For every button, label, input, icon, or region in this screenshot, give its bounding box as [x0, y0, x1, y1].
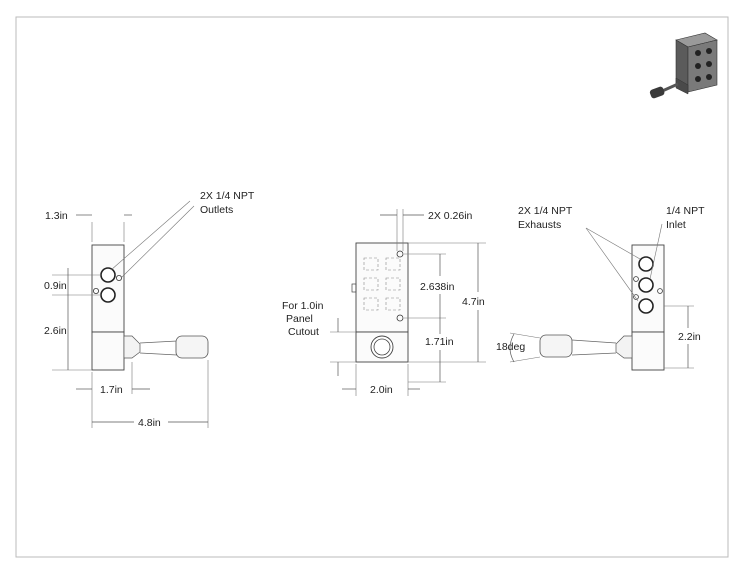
right-valve-base [631, 331, 665, 371]
dim-height: 2.2in [678, 331, 701, 343]
left-valve-base [91, 331, 125, 371]
lever-handle [175, 335, 209, 359]
lever-pivot [123, 335, 141, 359]
dim-cutout-height: 1.71in [425, 336, 454, 348]
dim-angle: 18deg [496, 341, 525, 353]
outlet-port-lower [100, 287, 116, 303]
dim-width: 2.0in [370, 384, 393, 396]
label-exhausts-line1: 2X 1/4 NPT [518, 205, 573, 217]
center-view: 2X 0.26in 4.7in 2.638in 1.71in For 1.0in… [282, 209, 486, 396]
mount-hole-bottom [396, 314, 404, 322]
dim-hole-spacing: 2.638in [420, 281, 455, 293]
dim-total-length: 4.8in [138, 417, 161, 429]
panel-cutout-inner [373, 338, 391, 356]
dim-base-width: 1.7in [100, 384, 123, 396]
right-lever-handle [539, 334, 573, 358]
dim-top-width: 1.3in [45, 210, 68, 222]
label-exhausts-line2: Exhausts [518, 219, 561, 231]
inlet-port [638, 277, 654, 293]
exhaust-port-upper [638, 256, 654, 272]
left-view: 2X 1/4 NPT Outlets 1.3in 0.9in 2.6in 1.7… [44, 190, 255, 429]
dim-port-pitch: 0.9in [44, 280, 67, 292]
mount-hole-left-b [93, 287, 100, 294]
label-panel-line1: For 1.0in [282, 300, 324, 312]
exhaust-port-lower [638, 298, 654, 314]
label-panel-line2: Panel [286, 313, 313, 325]
label-panel-line3: Cutout [288, 326, 319, 338]
mount-hole-top [396, 250, 404, 258]
right-view: 2X 1/4 NPT Exhausts 1/4 NPT Inlet 18deg … [496, 205, 705, 371]
dim-lower-height: 2.6in [44, 325, 67, 337]
label-outlets-line2: Outlets [200, 204, 233, 216]
mount-hole-left-a [116, 274, 123, 281]
label-inlet-line2: Inlet [666, 219, 686, 231]
dim-total-height: 4.7in [462, 296, 485, 308]
label-outlets-line1: 2X 1/4 NPT [200, 190, 255, 202]
outlet-port-upper [100, 267, 116, 283]
sheet-border [15, 16, 729, 558]
dim-hole-diameter: 2X 0.26in [428, 210, 473, 222]
right-lever-pivot [615, 335, 633, 359]
label-inlet-line1: 1/4 NPT [666, 205, 705, 217]
isometric-thumbnail [649, 32, 718, 99]
